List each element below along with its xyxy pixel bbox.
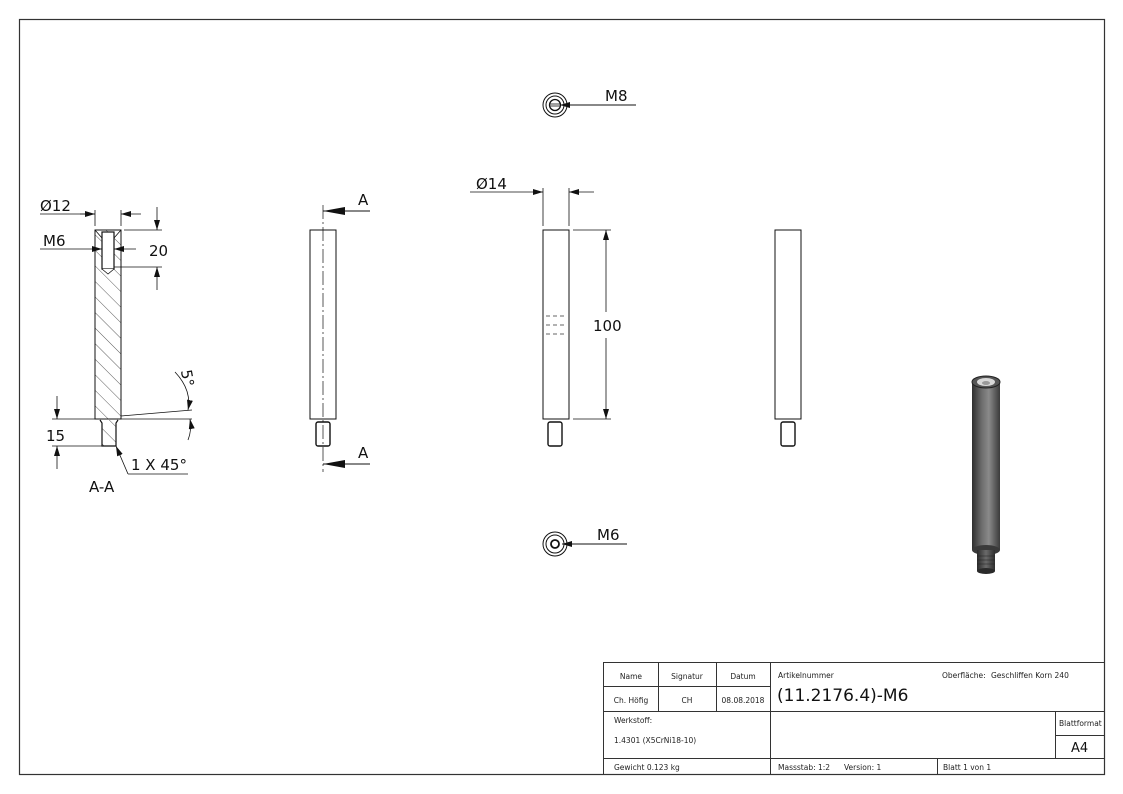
drawing-frame: [18, 18, 1106, 776]
article-number: (11.2176.4)-M6: [777, 686, 908, 706]
header-date: Datum: [730, 672, 755, 681]
value-name: Ch. Höfig: [614, 696, 649, 705]
section-label: A-A: [89, 478, 115, 496]
side-view: A A: [309, 191, 370, 472]
section-diameter-dim: Ø12: [40, 197, 71, 215]
bottom-view-thread-label: M6: [597, 526, 620, 544]
value-signature: CH: [682, 696, 693, 705]
version: Version: 1: [844, 763, 881, 772]
section-marker-top: A: [358, 191, 369, 209]
surface-value: Geschliffen Korn 240: [991, 671, 1069, 680]
isometric-render: [971, 375, 1001, 574]
title-block: [603, 662, 1105, 775]
header-signature: Signatur: [671, 672, 704, 681]
value-date: 08.08.2018: [722, 696, 765, 705]
right-view: [774, 229, 802, 447]
format-value: A4: [1071, 741, 1088, 756]
article-label: Artikelnummer: [778, 671, 835, 680]
bottom-end-view: M6: [542, 526, 627, 557]
material-label: Werkstoff:: [614, 716, 652, 725]
front-diameter-dim: Ø14: [476, 175, 507, 193]
section-marker-bottom: A: [358, 444, 369, 462]
section-stud-length-dim: 15: [46, 427, 65, 445]
sheet-number: Blatt 1 von 1: [943, 763, 991, 772]
header-name: Name: [620, 672, 643, 681]
section-thread-dim: M6: [43, 232, 66, 250]
title-block-text: Name Signatur Datum Ch. Höfig CH 08.08.2…: [614, 671, 1102, 772]
section-depth-dim: 20: [149, 242, 168, 260]
section-chamfer-dim: 1 X 45°: [131, 456, 187, 474]
section-view-a-a: Ø12 M6 20 15 5° 1 X 45° A-A: [40, 197, 198, 496]
top-view-thread-label: M8: [605, 87, 628, 105]
format-label: Blattformat: [1059, 719, 1102, 728]
section-angle-dim: 5°: [177, 368, 198, 388]
scale: Massstab: 1:2: [778, 763, 830, 772]
front-length-dim: 100: [593, 317, 622, 335]
surface-label: Oberfläche:: [942, 671, 986, 680]
top-end-view: M8: [542, 87, 636, 118]
front-view: Ø14 100: [470, 175, 622, 447]
weight: Gewicht 0.123 kg: [614, 763, 680, 772]
material-value: 1.4301 (X5CrNi18-10): [614, 736, 696, 745]
